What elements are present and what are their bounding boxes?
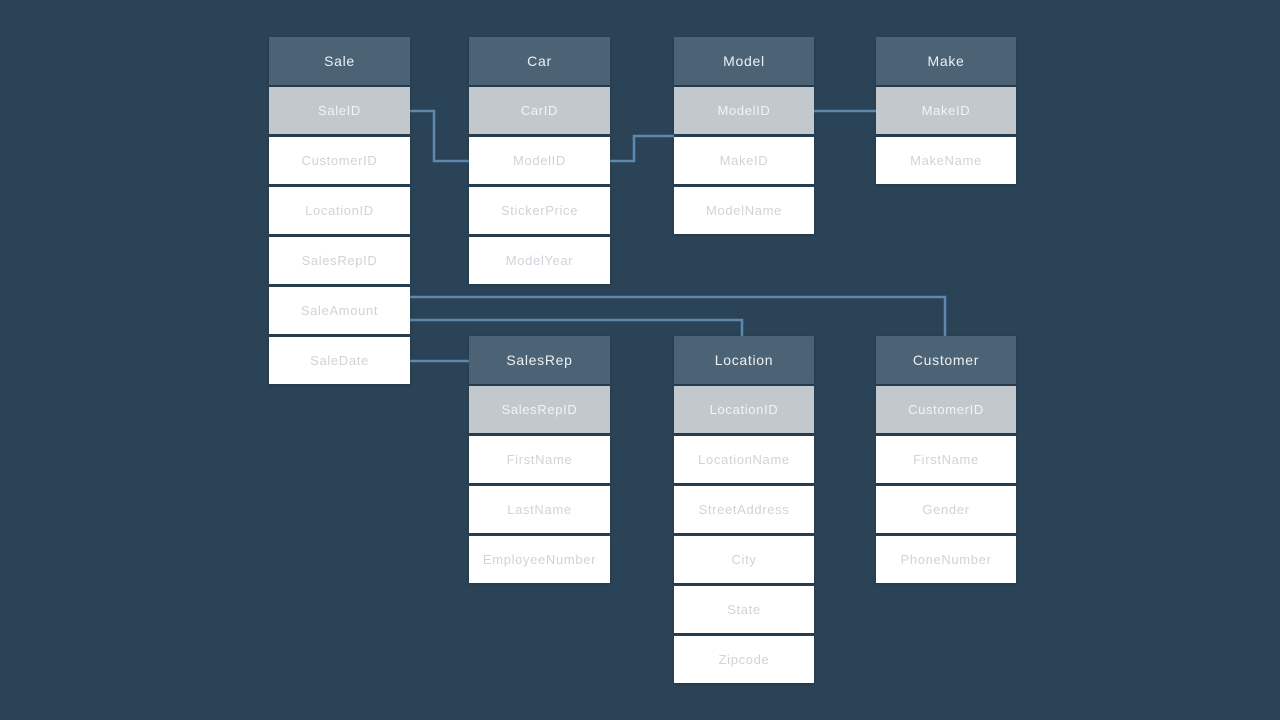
connector-sale-to-customer xyxy=(410,295,947,336)
customer-field-gender: Gender xyxy=(876,486,1016,533)
location-field-city: City xyxy=(674,536,814,583)
location-field-state: State xyxy=(674,586,814,633)
model-table-title: Model xyxy=(674,37,814,85)
model-field-makeid: MakeID xyxy=(674,137,814,184)
connector-sale-to-location xyxy=(410,318,744,336)
salesrep-field-employeenumber: EmployeeNumber xyxy=(469,536,610,583)
car-field-stickerprice: StickerPrice xyxy=(469,187,610,234)
sale-field-saleamount: SaleAmount xyxy=(269,287,410,334)
salesrep-field-salesrepid: SalesRepID xyxy=(469,386,610,433)
customer-field-customerid: CustomerID xyxy=(876,386,1016,433)
location-field-locationname: LocationName xyxy=(674,436,814,483)
salesrep-table-title: SalesRep xyxy=(469,336,610,384)
sale-field-salesrepid: SalesRepID xyxy=(269,237,410,284)
sale-table-title: Sale xyxy=(269,37,410,85)
customer-field-phonenumber: PhoneNumber xyxy=(876,536,1016,583)
car-field-modelyear: ModelYear xyxy=(469,237,610,284)
connector-car-modelid-to-model-modelid xyxy=(610,134,674,163)
salesrep-field-firstname: FirstName xyxy=(469,436,610,483)
car-field-carid: CarID xyxy=(469,87,610,134)
location-field-locationid: LocationID xyxy=(674,386,814,433)
car-field-modelid: ModelID xyxy=(469,137,610,184)
connector-sale-saleid-to-car-modelid xyxy=(410,109,469,163)
sale-field-saledate: SaleDate xyxy=(269,337,410,384)
salesrep-field-lastname: LastName xyxy=(469,486,610,533)
make-table-title: Make xyxy=(876,37,1016,85)
make-field-makeid: MakeID xyxy=(876,87,1016,134)
location-field-zipcode: Zipcode xyxy=(674,636,814,683)
car-table-title: Car xyxy=(469,37,610,85)
customer-table-title: Customer xyxy=(876,336,1016,384)
location-table-title: Location xyxy=(674,336,814,384)
model-field-modelid: ModelID xyxy=(674,87,814,134)
location-field-streetaddress: StreetAddress xyxy=(674,486,814,533)
sale-field-saleid: SaleID xyxy=(269,87,410,134)
model-field-modelname: ModelName xyxy=(674,187,814,234)
sale-field-locationid: LocationID xyxy=(269,187,410,234)
make-field-makename: MakeName xyxy=(876,137,1016,184)
sale-field-customerid: CustomerID xyxy=(269,137,410,184)
customer-field-firstname: FirstName xyxy=(876,436,1016,483)
